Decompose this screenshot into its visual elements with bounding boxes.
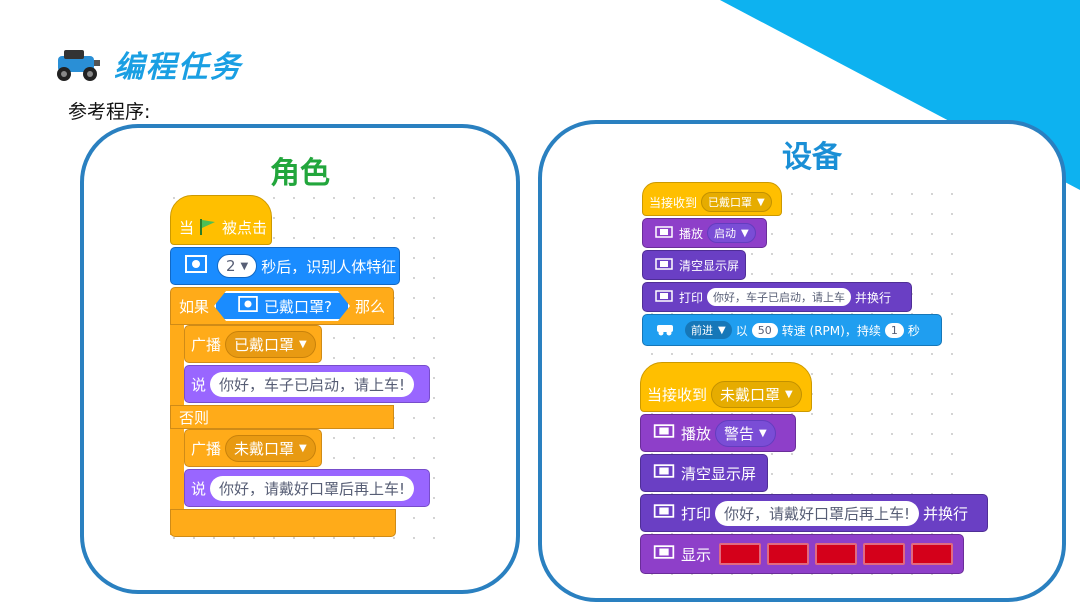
subtitle: 参考程序: — [68, 101, 151, 123]
message-value: 未戴口罩 — [234, 439, 295, 458]
rpm-input[interactable]: 50 — [751, 322, 778, 338]
print-label: 打印 — [679, 290, 704, 305]
camera-sensor-icon — [238, 296, 258, 316]
clear-label: 清空显示屏 — [679, 258, 740, 273]
page-title: 编程任务 — [114, 50, 242, 85]
sprite-panel-title: 角色 — [270, 156, 330, 191]
led-cell[interactable] — [767, 543, 810, 565]
chevron-down-icon: ▼ — [741, 227, 749, 239]
led-matrix[interactable] — [719, 543, 959, 565]
sound-value: 启动 — [714, 227, 737, 240]
direction-dropdown[interactable]: 前进 ▼ — [685, 321, 732, 339]
clicked-label: 被点击 — [222, 218, 268, 237]
display-module-icon — [653, 504, 675, 522]
if-else-block[interactable]: 如果 已戴口罩? 那么 — [170, 287, 394, 325]
direction-value: 前进 — [691, 324, 713, 337]
display-module-icon — [653, 424, 675, 442]
chevron-down-icon: ▼ — [299, 338, 307, 350]
print-newline-block[interactable]: 打印 你好，车子已启动，请上车 并换行 — [642, 282, 912, 312]
message-dropdown[interactable]: 未戴口罩 ▼ — [225, 434, 316, 462]
newline-label: 并换行 — [923, 504, 969, 523]
robot-car-icon — [52, 44, 104, 84]
play-label: 播放 — [679, 226, 704, 241]
say-text-input[interactable]: 你好，车子已启动，请上车! — [210, 371, 415, 397]
show-leds-block[interactable]: 显示 — [640, 534, 964, 574]
else-label: 否则 — [179, 408, 210, 427]
newline-label: 并换行 — [855, 290, 892, 305]
else-section: 否则 — [170, 405, 394, 429]
say-text-input[interactable]: 你好，请戴好口罩后再上车! — [210, 475, 415, 501]
seconds-dropdown[interactable]: 2▼ — [217, 254, 258, 278]
receive-label: 当接收到 — [647, 385, 708, 404]
header: 编程任务 — [52, 42, 242, 86]
wait-recognize-block[interactable]: 2▼ 秒后，识别人体特征 — [170, 247, 400, 285]
say-mask-block[interactable]: 说 你好，请戴好口罩后再上车! — [184, 469, 430, 507]
then-label: 那么 — [354, 297, 385, 316]
led-cell[interactable] — [815, 543, 858, 565]
seconds-label: 秒 — [907, 323, 920, 338]
display-module-icon — [655, 257, 673, 273]
chevron-down-icon: ▼ — [718, 324, 726, 336]
play-label: 播放 — [681, 424, 712, 443]
if-else-footer — [170, 509, 396, 537]
broadcast-unmasked-block[interactable]: 广播 未戴口罩 ▼ — [184, 429, 322, 467]
when-flag-clicked-block[interactable]: 当 被点击 — [170, 195, 272, 245]
sound-dropdown[interactable]: 警告 ▼ — [715, 419, 776, 447]
display-module-icon — [655, 225, 673, 241]
message-dropdown[interactable]: 未戴口罩 ▼ — [711, 380, 802, 408]
message-dropdown[interactable]: 已戴口罩 ▼ — [225, 330, 316, 358]
message-value: 未戴口罩 — [720, 385, 781, 404]
chevron-down-icon: ▼ — [299, 442, 307, 454]
led-cell[interactable] — [863, 543, 906, 565]
say-started-block[interactable]: 说 你好，车子已启动，请上车! — [184, 365, 430, 403]
print-label: 打印 — [681, 504, 712, 523]
say-label: 说 — [191, 479, 207, 498]
move-motor-block[interactable]: 前进 ▼ 以 50 转速 (RPM)，持续 1 秒 — [642, 314, 942, 346]
if-else-arm — [170, 325, 184, 535]
clear-screen-block[interactable]: 清空显示屏 — [642, 250, 746, 280]
green-flag-icon — [199, 219, 217, 235]
display-module-icon — [655, 289, 673, 305]
broadcast-label: 广播 — [191, 439, 222, 458]
print-text-input[interactable]: 你好，请戴好口罩后再上车! — [715, 500, 920, 526]
say-label: 说 — [191, 375, 207, 394]
print-newline-block[interactable]: 打印 你好，请戴好口罩后再上车! 并换行 — [640, 494, 988, 532]
chevron-down-icon: ▼ — [240, 260, 249, 272]
chevron-down-icon: ▼ — [757, 196, 765, 208]
broadcast-masked-block[interactable]: 广播 已戴口罩 ▼ — [184, 325, 322, 363]
clear-screen-block[interactable]: 清空显示屏 — [640, 454, 768, 492]
display-module-icon — [653, 464, 675, 482]
wait-text: 秒后，识别人体特征 — [261, 257, 397, 276]
device-panel-title: 设备 — [782, 140, 842, 175]
seconds-value: 2 — [226, 257, 236, 275]
print-text-input[interactable]: 你好，车子已启动，请上车 — [707, 288, 852, 306]
chevron-down-icon: ▼ — [785, 388, 793, 400]
when-label: 当 — [179, 218, 195, 237]
rpm-label: 转速 (RPM)，持续 — [781, 323, 881, 338]
when-receive-masked-block[interactable]: 当接收到 已戴口罩 ▼ — [642, 182, 782, 216]
camera-sensor-icon — [185, 255, 207, 277]
message-dropdown[interactable]: 已戴口罩 ▼ — [701, 192, 772, 212]
masked-condition[interactable]: 已戴口罩? — [214, 291, 350, 321]
play-sound-block[interactable]: 播放 启动 ▼ — [642, 218, 767, 248]
chevron-down-icon: ▼ — [759, 427, 767, 439]
led-cell[interactable] — [911, 543, 954, 565]
condition-label: 已戴口罩? — [264, 297, 332, 316]
message-value: 已戴口罩 — [234, 335, 295, 354]
sound-dropdown[interactable]: 启动 ▼ — [707, 223, 756, 243]
sound-value: 警告 — [724, 424, 755, 443]
if-label: 如果 — [179, 297, 210, 316]
car-icon — [655, 322, 675, 339]
when-receive-unmasked-block[interactable]: 当接收到 未戴口罩 ▼ — [640, 362, 812, 412]
clear-label: 清空显示屏 — [681, 464, 757, 483]
duration-input[interactable]: 1 — [884, 322, 904, 338]
at-label: 以 — [735, 323, 748, 338]
play-warning-block[interactable]: 播放 警告 ▼ — [640, 414, 796, 452]
show-label: 显示 — [681, 545, 712, 564]
broadcast-label: 广播 — [191, 335, 222, 354]
receive-label: 当接收到 — [649, 195, 698, 210]
message-value: 已戴口罩 — [708, 196, 753, 209]
display-module-icon — [653, 545, 675, 563]
led-cell[interactable] — [719, 543, 762, 565]
